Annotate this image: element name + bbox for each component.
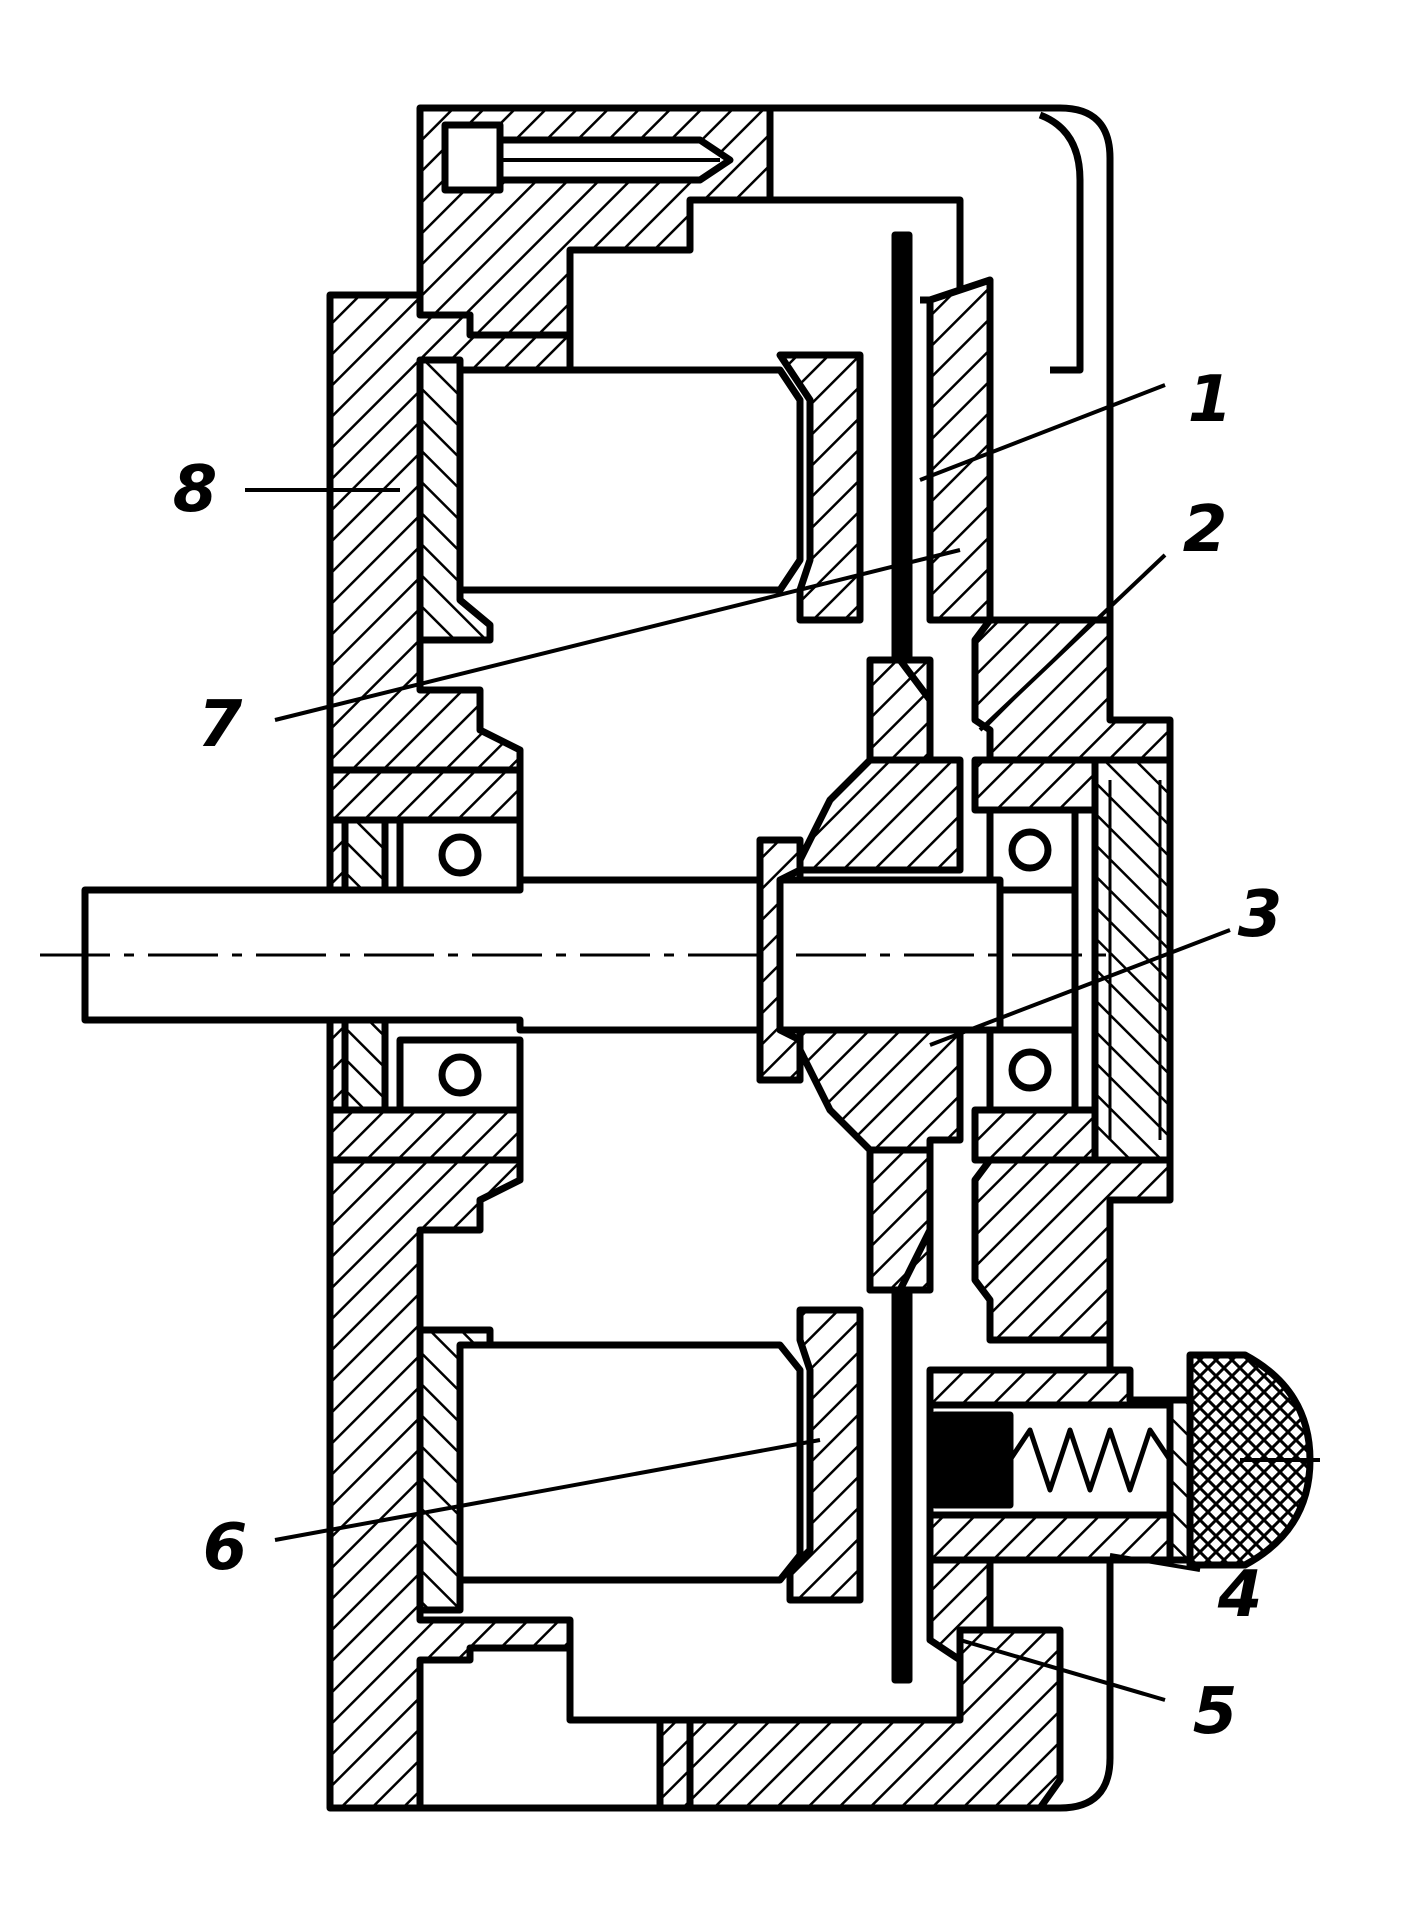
leader-2 bbox=[978, 553, 1167, 732]
right-bearing-housing-top bbox=[971, 756, 1099, 814]
hub-collar-upper bbox=[866, 656, 934, 764]
right-bearing-housing-bottom bbox=[971, 1106, 1099, 1164]
right-bearing-ball bbox=[1008, 828, 1052, 872]
outer-cover-inner bbox=[1038, 111, 1084, 374]
left-bearing-housing-bottom bbox=[326, 1106, 524, 1164]
right-cap bbox=[1091, 756, 1174, 1164]
callout-3: 3 bbox=[1237, 878, 1283, 952]
callout-6: 6 bbox=[202, 1511, 248, 1585]
top-channel bbox=[690, 196, 964, 304]
upper-disc-holder bbox=[926, 276, 994, 624]
lower-coil bbox=[456, 1341, 804, 1584]
left-bearing-ball-b bbox=[438, 1053, 482, 1097]
leader-7 bbox=[274, 548, 961, 722]
left-plate-upper bbox=[416, 356, 494, 644]
callout-1: 1 bbox=[1187, 363, 1233, 437]
left-bearing-outer-b bbox=[396, 1036, 524, 1114]
lower-channel bbox=[566, 1648, 694, 1808]
spring bbox=[1007, 1427, 1173, 1493]
leader-5 bbox=[959, 1638, 1166, 1702]
left-bearing-ball bbox=[438, 833, 482, 877]
right-bearing-b bbox=[986, 1026, 1079, 1114]
leader-4 bbox=[1109, 1553, 1201, 1572]
right-housing-bottom bbox=[656, 1626, 1064, 1812]
callout-2: 2 bbox=[1182, 493, 1228, 567]
callout-8: 8 bbox=[172, 453, 218, 527]
leader-lines bbox=[245, 383, 1231, 1702]
callout-5: 5 bbox=[1192, 1675, 1238, 1749]
left-bearing-outer bbox=[396, 816, 524, 894]
upper-coil bbox=[456, 366, 804, 594]
hub-collar-lower bbox=[866, 1146, 934, 1294]
right-bearing-ball-b bbox=[1008, 1048, 1052, 1092]
leader-6 bbox=[274, 1438, 821, 1542]
screw-neck bbox=[1166, 1396, 1194, 1564]
left-bearing-housing-top bbox=[326, 766, 524, 824]
callout-4: 4 bbox=[1217, 1558, 1263, 1632]
leader-3 bbox=[929, 928, 1231, 1047]
right-bearing bbox=[986, 806, 1079, 894]
right-housing-lower bbox=[971, 1156, 1174, 1344]
lower-pole-piece bbox=[786, 1306, 864, 1604]
leader-1 bbox=[919, 383, 1166, 482]
top-bolt bbox=[441, 121, 504, 194]
screw-plug bbox=[931, 1411, 1014, 1509]
thrust-collar bbox=[756, 836, 804, 1084]
callout-7: 7 bbox=[197, 688, 243, 762]
left-housing-lower bbox=[326, 1156, 574, 1812]
